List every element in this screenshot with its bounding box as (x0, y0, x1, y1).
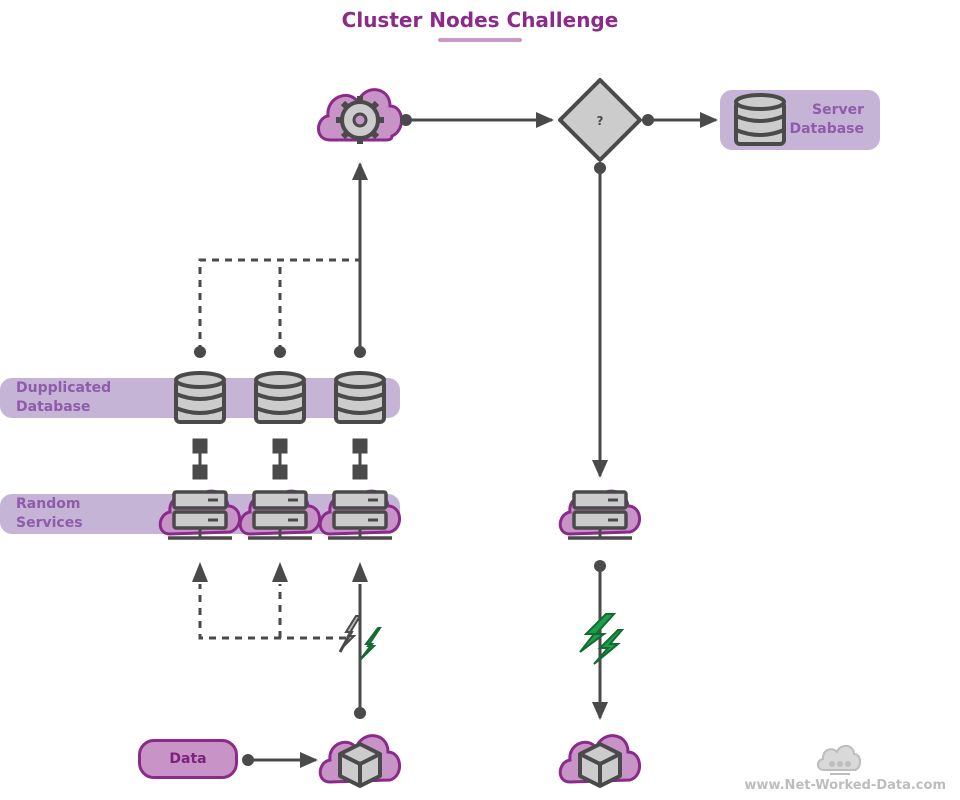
cube-cloud-icon-right (558, 733, 642, 788)
duplicated-database-label-line1: Dupplicated (16, 380, 112, 396)
server-database-label-line2: Database (789, 121, 864, 137)
dashed-db-links (198, 258, 360, 352)
diagram-title: Cluster Nodes Challenge (341, 8, 619, 32)
logo-icon (816, 744, 862, 775)
gear-icon (336, 96, 384, 144)
server-icon-right (558, 489, 642, 540)
connector-decision-to-server-db (642, 112, 718, 128)
random-services-label-line2: Services (16, 515, 83, 531)
server-database-icon (734, 93, 786, 146)
db-1-dot (194, 346, 206, 358)
dashed-service-links (198, 584, 346, 640)
arrowhead-server-3 (352, 562, 368, 582)
connector-gear-to-decision (400, 112, 554, 128)
connector-data-to-cube (242, 752, 318, 768)
random-services-label-line1: Random (16, 496, 81, 512)
db-2-dot (274, 346, 286, 358)
decision-label: ? (597, 114, 604, 128)
data-source-dot (354, 707, 366, 719)
sync-icon (579, 613, 625, 665)
settings-cloud-icon (317, 88, 403, 144)
arrowhead-server-1 (192, 562, 208, 582)
server-database-label: Server Database (788, 101, 864, 139)
duplicated-database-label: Dupplicated Database (16, 379, 111, 417)
database-icon-1 (174, 371, 226, 424)
database-icon-2 (254, 371, 306, 424)
title-underline (438, 38, 522, 42)
db-server-links (192, 438, 368, 480)
cube-cloud-icon-left (318, 733, 402, 788)
server-icon-2 (238, 489, 322, 540)
connector-db-to-gear (352, 162, 368, 358)
data-source-pill: Data (138, 739, 238, 779)
duplicated-database-label-line2: Database (16, 399, 91, 415)
server-icon-3 (318, 489, 402, 540)
connector-decision-to-server (592, 162, 608, 478)
database-icon-3 (334, 371, 386, 424)
arrowhead-server-2 (272, 562, 288, 582)
footer-url: www.Net-Worked-Data.com (744, 778, 946, 793)
decision-node: ? (558, 78, 642, 162)
random-services-label: Random Services (16, 495, 83, 533)
server-database-label-line1: Server (811, 102, 864, 118)
server-icon-1 (158, 489, 242, 540)
load-balancer-icon (338, 615, 382, 661)
